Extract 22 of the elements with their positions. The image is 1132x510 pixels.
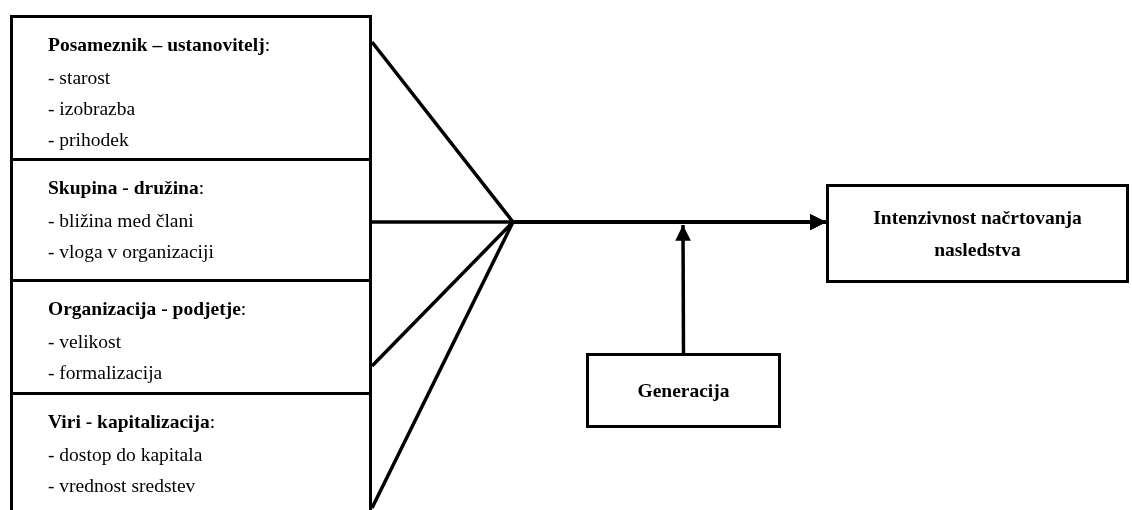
list-item: - prihodek (48, 128, 130, 152)
list-item: - izobrazba (48, 97, 137, 121)
box-label: Intenzivnost načrtovanja nasledstva (872, 205, 1083, 262)
factor-box (10, 15, 372, 161)
list-item: - dostop do kapitala (48, 443, 204, 467)
list-item: - velikost (48, 330, 123, 354)
box-heading: Organizacija - podjetje: (48, 297, 248, 321)
factor-box (10, 279, 372, 395)
list-item: - starost (48, 66, 112, 90)
process-box (826, 184, 1129, 283)
list-item: - vrednost sredstev (48, 474, 197, 498)
box-label: Generacija (637, 378, 730, 403)
arrow (675, 225, 691, 353)
process-box (586, 353, 781, 428)
box-heading: Skupina - družina: (48, 176, 206, 200)
factor-box (10, 392, 372, 510)
list-item: - vloga v organizaciji (48, 240, 215, 264)
factor-box (10, 158, 372, 282)
box-heading: Viri - kapitalizacija: (48, 410, 217, 434)
list-item: - bližina med člani (48, 209, 195, 233)
box-heading: Posameznik – ustanovitelj: (48, 33, 272, 57)
list-item: - formalizacija (48, 361, 164, 385)
